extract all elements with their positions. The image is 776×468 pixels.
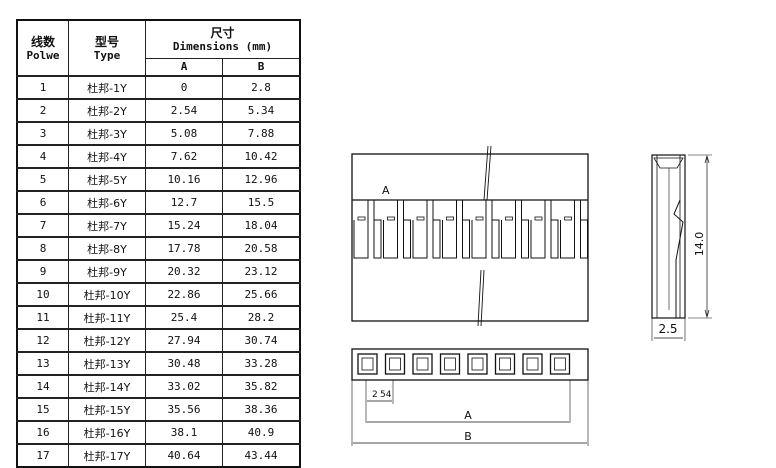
dim-a-cell: 7.62: [145, 144, 223, 169]
type-cell: 杜邦-14Y: [68, 374, 146, 399]
dim-b-cell: 2.8: [222, 75, 301, 100]
wire-count-cell: 1: [16, 75, 69, 100]
header-type: 型号 Type: [68, 19, 146, 77]
dim-b-cell: 30.74: [222, 328, 301, 353]
type-cell: 杜邦-16Y: [68, 420, 146, 445]
wire-count-cell: 13: [16, 351, 69, 376]
front-view-marker: A: [382, 184, 390, 197]
type-cell: 杜邦-8Y: [68, 236, 146, 261]
dim-b-cell: 15.5: [222, 190, 301, 215]
wire-count-cell: 11: [16, 305, 69, 330]
wire-count-cell: 8: [16, 236, 69, 261]
dim-a-cell: 15.24: [145, 213, 223, 238]
dim-a-cell: 22.86: [145, 282, 223, 307]
type-cell: 杜邦-15Y: [68, 397, 146, 422]
dim-b-cell: 43.44: [222, 443, 301, 468]
wire-count-cell: 3: [16, 121, 69, 146]
type-cell: 杜邦-9Y: [68, 259, 146, 284]
wire-count-cell: 9: [16, 259, 69, 284]
bottom-view: [351, 348, 589, 446]
side-width-label: 2.5: [658, 322, 677, 336]
dim-a-cell: 40.64: [145, 443, 223, 468]
wire-count-cell: 16: [16, 420, 69, 445]
header-dimensions-en: Dimensions (mm): [172, 39, 273, 53]
dim-b-cell: 33.28: [222, 351, 301, 376]
dim-a-cell: 35.56: [145, 397, 223, 422]
header-type-cn: 型号: [94, 34, 119, 49]
type-cell: 杜邦-3Y: [68, 121, 146, 146]
dim-b-cell: 28.2: [222, 305, 301, 330]
front-view: [351, 145, 589, 327]
header-type-en: Type: [93, 48, 121, 62]
dim-b-cell: 35.82: [222, 374, 301, 399]
dim-b-cell: 7.88: [222, 121, 301, 146]
dim-a-cell: 0: [145, 75, 223, 100]
header-dimensions-cn: 尺寸: [210, 25, 235, 40]
dim-b-cell: 5.34: [222, 98, 301, 123]
side-view: [651, 154, 712, 341]
dim-a-cell: 20.32: [145, 259, 223, 284]
wire-count-cell: 2: [16, 98, 69, 123]
header-wire-count-cn: 线数: [30, 34, 55, 49]
dim-b-cell: 25.66: [222, 282, 301, 307]
dimension-a-label: A: [464, 409, 472, 422]
dim-a-cell: 30.48: [145, 351, 223, 376]
dimensions-table: 线数 Polwe 型号 Type 尺寸 Dimensions (mm) A B …: [16, 19, 301, 468]
dim-a-cell: 17.78: [145, 236, 223, 261]
header-wire-count-en: Polwe: [26, 48, 60, 62]
dim-a-cell: 27.94: [145, 328, 223, 353]
dim-a-cell: 25.4: [145, 305, 223, 330]
dimension-b-label: B: [464, 430, 472, 443]
wire-count-cell: 7: [16, 213, 69, 238]
type-cell: 杜邦-2Y: [68, 98, 146, 123]
pitch-label-int: 2: [372, 390, 378, 400]
dim-a-cell: 38.1: [145, 420, 223, 445]
type-cell: 杜邦-12Y: [68, 328, 146, 353]
pitch-label-dec: 54: [380, 390, 392, 400]
side-height-label: 14.0: [693, 232, 706, 257]
header-wire-count: 线数 Polwe: [16, 19, 69, 77]
